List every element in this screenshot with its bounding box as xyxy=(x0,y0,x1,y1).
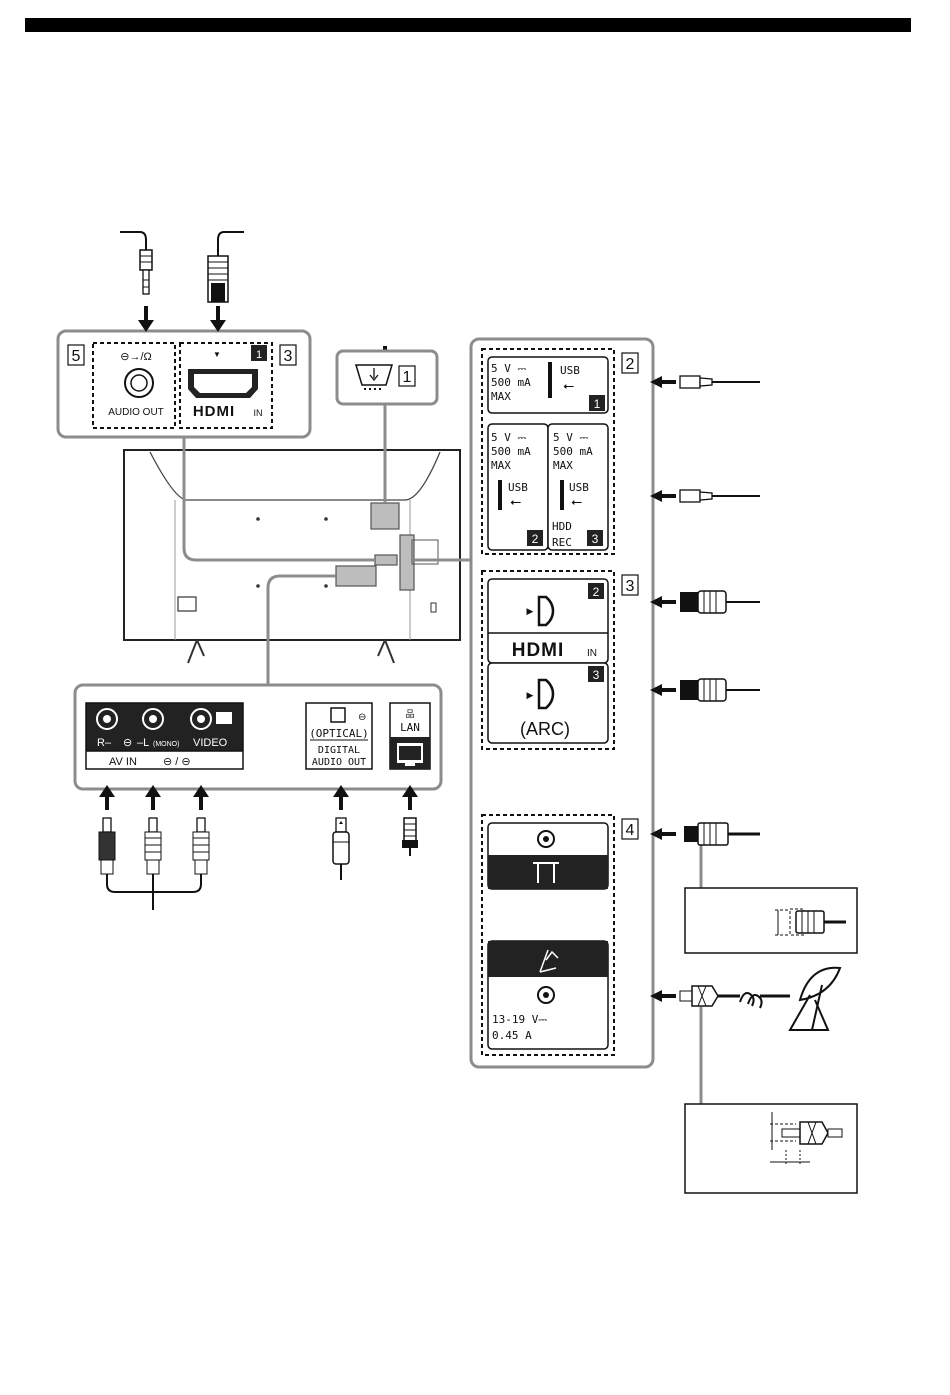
digital-audio-out-label: AUDIO OUT xyxy=(312,757,366,768)
usb3-max: MAX xyxy=(553,459,573,472)
antenna-connector-detail xyxy=(685,888,857,953)
svg-text:▶: ▶ xyxy=(527,606,534,616)
usb2-current: 500 mA xyxy=(491,445,531,458)
av-video-label: VIDEO xyxy=(193,737,228,749)
optical-label: (OPTICAL) xyxy=(309,727,369,740)
callout-1: 1 xyxy=(403,369,412,386)
usb1-max: MAX xyxy=(491,390,511,403)
usb3-rec: REC xyxy=(552,536,572,549)
av-in-label: AV IN xyxy=(109,756,137,768)
bottom-av-panel: R– ⊖ –L (MONO) VIDEO AV IN ⊖ / ⊖ ⊖ (OPTI… xyxy=(75,685,441,789)
hdmi-logo-right: HDMI xyxy=(512,640,565,661)
digital-label: DIGITAL xyxy=(318,745,360,756)
av-input-symbols: ⊖ / ⊖ xyxy=(163,756,191,768)
hdmi3-number: 3 xyxy=(593,668,600,682)
hdmi-logo-top: HDMI xyxy=(193,403,235,420)
usb1-number: 1 xyxy=(594,397,601,411)
input-arrow-icon: ⊖ xyxy=(123,737,132,749)
usb3-hdd: HDD xyxy=(552,520,572,533)
satellite-port: 13-19 V⎓ 0.45 A xyxy=(488,941,608,1049)
network-icon: 品 xyxy=(405,709,414,719)
usb3-number: 3 xyxy=(592,532,599,546)
hdmi3-port: 3 ▶ (ARC) xyxy=(488,663,608,743)
callout-3-top: 3 xyxy=(284,348,293,365)
usb1-icon: ⭠ xyxy=(563,377,574,393)
hdmi2-port: 2 ▶ HDMI IN xyxy=(488,579,608,663)
headphone-symbol: ⊖→/Ω xyxy=(120,351,152,363)
usb2-voltage: 5 V ⎓ xyxy=(491,431,526,444)
audio-out-label: AUDIO OUT xyxy=(108,407,164,418)
usb1-voltage: 5 V ⎓ xyxy=(491,362,526,375)
callout-3-right: 3 xyxy=(626,578,635,595)
usb3-port: 5 V ⎓ 500 mA MAX USB ⭠ HDD REC 3 xyxy=(548,424,608,550)
hdmi2-number: 2 xyxy=(593,585,600,599)
usb1-label: USB xyxy=(560,364,580,377)
usb2-icon: ⭠ xyxy=(510,493,521,509)
satellite-voltage: 13-19 V⎓ xyxy=(492,1013,547,1026)
tv-rear-view xyxy=(124,450,460,663)
lan-label: LAN xyxy=(400,721,420,734)
satellite-connector-detail xyxy=(685,1104,857,1193)
top-left-port-panel: 5 3 ⊖→/Ω AUDIO OUT ▼ 1 HDMI IN xyxy=(58,331,310,437)
right-port-panel: 2 3 4 5 V ⎓ 500 mA MAX USB ⭠ 1 5 V ⎓ 500… xyxy=(471,339,653,1067)
usb3-voltage: 5 V ⎓ xyxy=(553,431,588,444)
callout-5: 5 xyxy=(72,348,81,365)
hdmi3-arc-label: (ARC) xyxy=(520,719,570,739)
antenna-port xyxy=(488,823,608,889)
av-r-label: R– xyxy=(97,737,112,749)
satellite-current: 0.45 A xyxy=(492,1029,532,1042)
av-l-label: –L xyxy=(137,737,149,749)
port-1-panel: 1 xyxy=(337,346,437,404)
hdmi1-number: 1 xyxy=(256,349,262,361)
audio-cable-icon xyxy=(120,232,154,332)
usb3-current: 500 mA xyxy=(553,445,593,458)
hdmi-in-label-top: IN xyxy=(254,408,263,418)
usb2-port: 5 V ⎓ 500 mA MAX USB ⭠ 2 xyxy=(488,424,548,550)
hdmi-cable-icon-top xyxy=(208,232,244,332)
av-mono-label: (MONO) xyxy=(153,741,179,748)
hdmi-in-label-right: IN xyxy=(587,648,597,659)
callout-4: 4 xyxy=(626,822,635,839)
optical-out-icon: ⊖ xyxy=(358,712,366,723)
usb2-max: MAX xyxy=(491,459,511,472)
usb2-number: 2 xyxy=(532,532,539,546)
optical-port xyxy=(331,708,345,722)
usb1-current: 500 mA xyxy=(491,376,531,389)
bottom-cables xyxy=(99,785,418,910)
callout-2: 2 xyxy=(626,356,635,373)
usb3-icon: ⭠ xyxy=(571,493,582,509)
svg-text:▼: ▼ xyxy=(213,350,221,359)
svg-text:▶: ▶ xyxy=(527,690,534,700)
usb1-port: 5 V ⎓ 500 mA MAX USB ⭠ 1 xyxy=(488,357,608,413)
header-bar xyxy=(25,18,911,32)
